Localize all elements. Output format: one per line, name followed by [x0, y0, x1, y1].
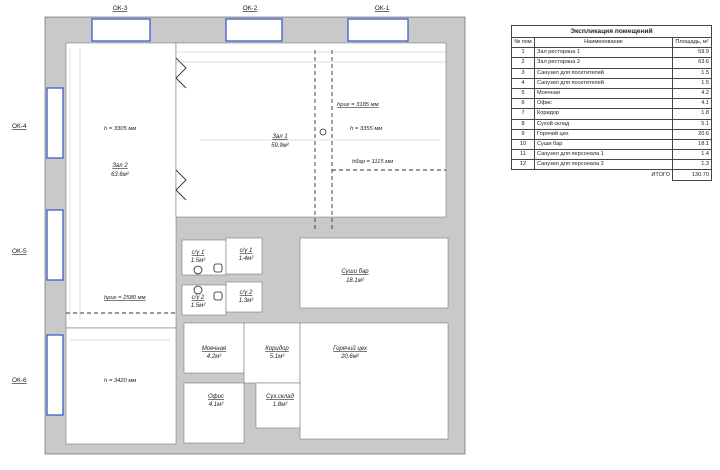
sink-icon: [213, 291, 223, 301]
column-marker-icon: [319, 128, 327, 136]
toilet-fixtures: [193, 128, 327, 301]
beam-height-label-2: hриг = 2580 мм: [104, 295, 146, 301]
room-name-corridor: Коридор: [265, 346, 289, 352]
window-label-ok4: ОК-4: [12, 123, 27, 130]
partition-zigzag: [175, 57, 187, 201]
room-area-wc1: 1.5м²: [191, 258, 206, 264]
bar-height-label: hбар = 1115 мм: [352, 159, 393, 165]
room-area-dry: 1.8м²: [273, 402, 288, 408]
table-header: № пом: [511, 36, 535, 49]
total-label: ИТОГО: [651, 171, 670, 178]
room-name-office: Офис: [208, 394, 224, 400]
beam-lines: [66, 50, 446, 314]
room-area-wc2s: 1.3м²: [239, 298, 254, 304]
table-header: Площадь, м²: [672, 36, 712, 49]
window-label-ok2: ОК-2: [243, 5, 258, 12]
window-label-ok1: ОК-1: [375, 5, 390, 12]
room-name-hall2: Зал 2: [112, 163, 128, 169]
window-label-ok3: ОК-3: [113, 5, 128, 12]
room-name-wash: Моечная: [202, 346, 227, 352]
room-name-wc1s: с/у 1: [240, 248, 253, 254]
total-value: 130.70: [672, 169, 712, 181]
toilet-icon: [193, 285, 203, 295]
height-label-hall2: h = 3305 мм: [104, 126, 136, 132]
room-name-wc2s: с/у 2: [240, 290, 253, 296]
height-label-hall1: h = 3355 мм: [350, 126, 382, 132]
room-schedule-table: Экспликация помещений № пом Наименование…: [511, 25, 712, 181]
room-area-corridor: 5.1м²: [270, 354, 285, 360]
room-labels: Зал 2 63.6м² Зал 1 59.9м² с/у 1 1.5м² с/…: [111, 134, 369, 408]
toilet-icon: [193, 265, 203, 275]
height-label-lower: h = 3420 мм: [104, 378, 136, 384]
beam-height-label-1: hриг = 3185 мм: [337, 102, 379, 108]
room-area-hall1: 59.9м²: [271, 143, 290, 149]
window-label-ok6: ОК-6: [12, 377, 27, 384]
room-name-wc2: с/у 2: [192, 295, 205, 301]
room-area-office: 4.1м²: [209, 402, 224, 408]
room-name-sushi: Суши бар: [341, 269, 369, 275]
room-area-hall2: 63.6м²: [111, 172, 130, 178]
table-title: Экспликация помещений: [511, 25, 712, 38]
room-name-hot: Горячий цех: [333, 345, 368, 352]
room-name-wc1: с/у 1: [192, 250, 205, 256]
dimension-lines: [69, 48, 446, 341]
room-name-hall1: Зал 1: [272, 134, 287, 140]
room-area-wash: 4.2м²: [207, 354, 222, 360]
height-labels: h = 3305 мм h = 3355 мм h = 3420 мм hриг…: [104, 102, 393, 384]
room-area-hot: 20.6м²: [340, 354, 360, 360]
room-area-wc1s: 1.4м²: [239, 256, 254, 262]
table-header: Наименование: [534, 36, 673, 49]
table-total-row: ИТОГО 130.70: [512, 169, 712, 181]
window-label-ok5: ОК-5: [12, 248, 27, 255]
room-floors: [65, 42, 449, 445]
windows: [46, 18, 409, 416]
room-area-sushi: 18.1м²: [346, 278, 365, 284]
room-area-wc2: 1.5м²: [191, 303, 206, 309]
sink-icon: [213, 263, 223, 273]
window-labels: ОК-3 ОК-2 ОК-1 ОК-4 ОК-5 ОК-6: [12, 5, 390, 384]
room-name-dry: Сух.склад: [266, 394, 294, 400]
